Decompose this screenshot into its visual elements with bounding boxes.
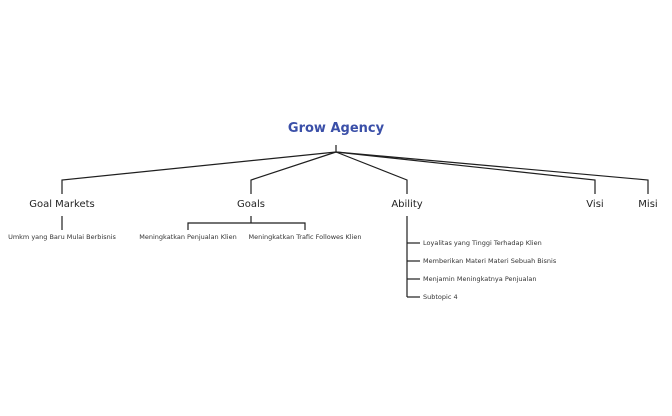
connector-ability xyxy=(335,151,408,194)
topic-ability[interactable]: Ability xyxy=(391,199,423,210)
connector-misi xyxy=(335,151,649,194)
topic-misi[interactable]: Misi xyxy=(638,199,658,210)
connector-goals-sub-2 xyxy=(251,222,306,230)
connector-goals xyxy=(250,151,337,194)
connector-visi xyxy=(335,151,596,194)
subtopic-goal-markets-1[interactable]: Umkm yang Baru Mulai Berbisnis xyxy=(8,233,116,241)
subtopic-ability-1[interactable]: Loyalitas yang Tinggi Terhadap Klien xyxy=(423,239,542,247)
topic-goal-markets[interactable]: Goal Markets xyxy=(29,199,95,210)
root-topic[interactable]: Grow Agency xyxy=(287,121,385,136)
connector-goals-sub-1 xyxy=(187,222,251,230)
connector-goal-markets xyxy=(61,151,337,194)
topic-goals[interactable]: Goals xyxy=(237,199,265,210)
subtopic-goals-2[interactable]: Meningkatkan Trafic Followes Klien xyxy=(248,233,362,241)
subtopic-goals-1[interactable]: Meningkatkan Penjualan Klien xyxy=(139,233,237,241)
subtopic-ability-2[interactable]: Memberikan Materi Materi Sebuah Bisnis xyxy=(423,257,557,265)
topic-visi[interactable]: Visi xyxy=(586,199,604,210)
subtopic-ability-4[interactable]: Subtopic 4 xyxy=(423,293,458,301)
subtopic-ability-3[interactable]: Menjamin Meningkatnya Penjualan xyxy=(423,275,537,283)
